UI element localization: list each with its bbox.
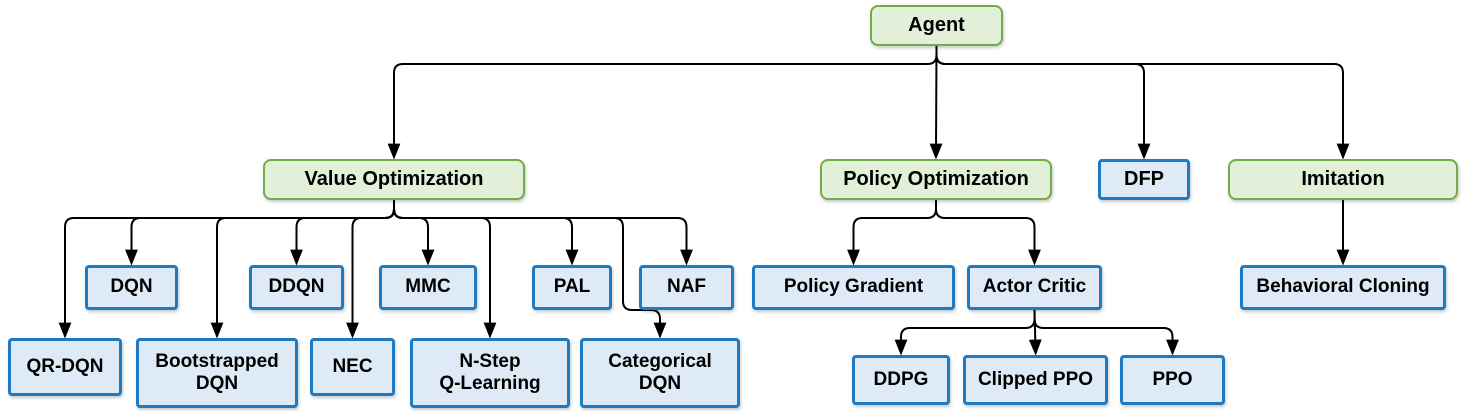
node-dqn[interactable]: DQN bbox=[85, 265, 178, 310]
node-agent[interactable]: Agent bbox=[870, 5, 1003, 46]
node-label-qr_dqn: QR-DQN bbox=[26, 355, 104, 377]
node-label-agent: Agent bbox=[908, 13, 965, 36]
edge-actor_critic-to-ppo bbox=[1033, 310, 1179, 356]
edge-value_opt-to-pal bbox=[393, 200, 579, 266]
edge-agent-to-imitation bbox=[935, 46, 1350, 160]
node-label-nec: NEC bbox=[332, 355, 373, 377]
node-label-bootstrapped: Bootstrapped DQN bbox=[155, 350, 279, 394]
edge-value_opt-to-dqn bbox=[125, 200, 395, 266]
node-label-behavioral: Behavioral Cloning bbox=[1256, 276, 1430, 298]
edge-agent-to-value_opt bbox=[387, 46, 938, 160]
node-label-clipped_ppo: Clipped PPO bbox=[977, 368, 1094, 390]
edge-value_opt-to-naf bbox=[393, 200, 693, 266]
node-imitation[interactable]: Imitation bbox=[1228, 159, 1458, 200]
node-label-imitation: Imitation bbox=[1301, 167, 1385, 190]
node-ddqn[interactable]: DDQN bbox=[249, 265, 344, 310]
edge-actor_critic-to-clipped_ppo bbox=[1028, 309, 1042, 356]
node-naf[interactable]: NAF bbox=[639, 265, 734, 310]
node-behavioral[interactable]: Behavioral Cloning bbox=[1240, 265, 1446, 310]
node-label-policy_grad: Policy Gradient bbox=[783, 276, 924, 298]
node-pal[interactable]: PAL bbox=[532, 265, 612, 310]
node-bootstrapped[interactable]: Bootstrapped DQN bbox=[136, 338, 298, 408]
node-label-ddpg: DDPG bbox=[873, 368, 929, 390]
node-qr_dqn[interactable]: QR-DQN bbox=[8, 338, 122, 396]
node-nstep[interactable]: N-Step Q-Learning bbox=[410, 338, 570, 408]
node-label-dqn: DQN bbox=[110, 276, 153, 298]
node-clipped_ppo[interactable]: Clipped PPO bbox=[963, 355, 1108, 405]
node-ppo[interactable]: PPO bbox=[1120, 355, 1225, 405]
edge-policy_opt-to-actor_critic bbox=[935, 200, 1041, 266]
node-nec[interactable]: NEC bbox=[310, 338, 395, 396]
edge-agent-to-dfp bbox=[935, 46, 1151, 160]
node-mmc[interactable]: MMC bbox=[379, 265, 477, 310]
edge-actor_critic-to-ddpg bbox=[894, 310, 1036, 356]
node-label-nstep: N-Step Q-Learning bbox=[439, 350, 541, 394]
node-ddpg[interactable]: DDPG bbox=[852, 355, 950, 405]
edge-policy_opt-to-policy_grad bbox=[847, 200, 937, 266]
node-label-value_opt: Value Optimization bbox=[304, 167, 484, 190]
node-policy_grad[interactable]: Policy Gradient bbox=[752, 265, 955, 310]
edge-value_opt-to-mmc bbox=[393, 200, 435, 266]
edge-value_opt-to-ddqn bbox=[290, 200, 395, 266]
node-categorical[interactable]: Categorical DQN bbox=[580, 338, 740, 408]
node-label-ppo: PPO bbox=[1152, 368, 1193, 390]
node-label-pal: PAL bbox=[553, 276, 591, 298]
node-label-policy_opt: Policy Optimization bbox=[843, 167, 1029, 190]
node-dfp[interactable]: DFP bbox=[1098, 159, 1190, 200]
node-label-naf: NAF bbox=[666, 276, 707, 298]
edge-agent-to-policy_opt bbox=[929, 45, 943, 160]
node-value_opt[interactable]: Value Optimization bbox=[263, 159, 525, 200]
node-label-actor_critic: Actor Critic bbox=[982, 276, 1087, 298]
node-label-dfp: DFP bbox=[1124, 167, 1164, 190]
node-label-mmc: MMC bbox=[405, 276, 451, 298]
node-label-categorical: Categorical DQN bbox=[608, 350, 712, 394]
node-policy_opt[interactable]: Policy Optimization bbox=[820, 159, 1052, 200]
node-label-ddqn: DDQN bbox=[268, 276, 325, 298]
node-actor_critic[interactable]: Actor Critic bbox=[967, 265, 1102, 310]
